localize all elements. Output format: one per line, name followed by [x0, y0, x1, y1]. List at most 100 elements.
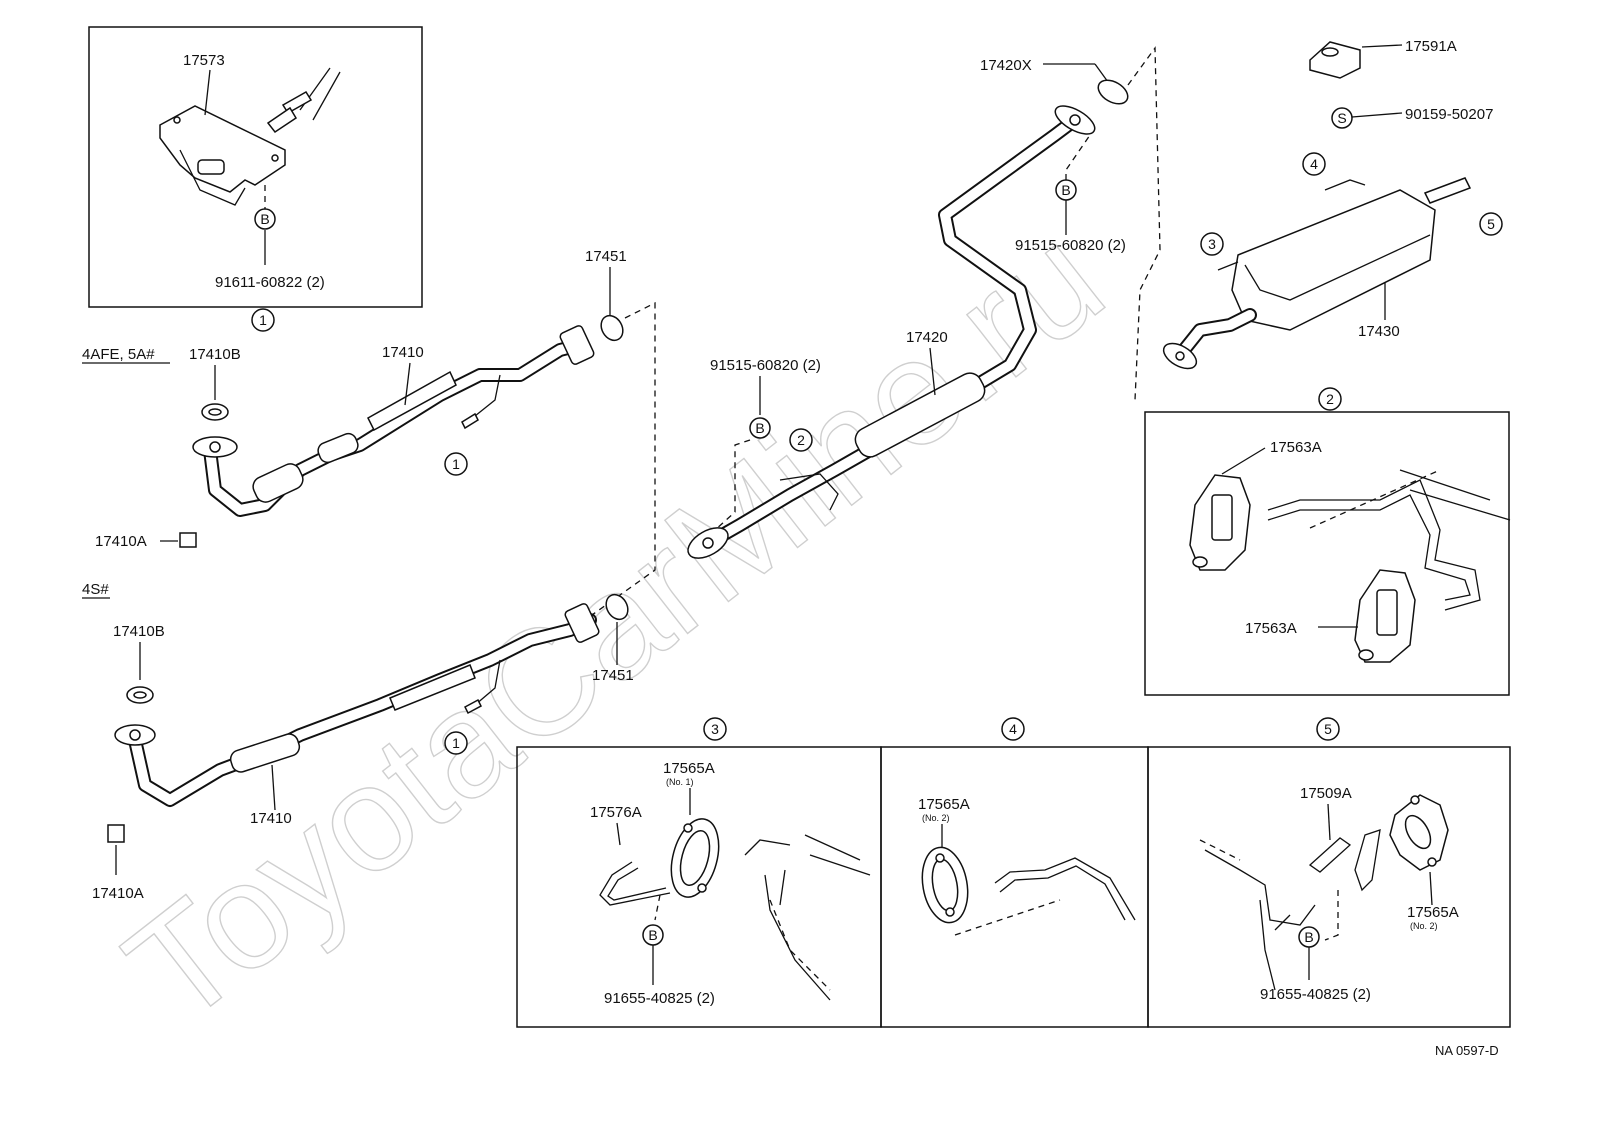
- detail-4-pipe: [994, 857, 1136, 921]
- leader-17410-top: [404, 362, 411, 406]
- leader-17420: [929, 347, 936, 396]
- label-17410B-top: 17410B: [189, 346, 241, 363]
- hanger-17563A-top: [1189, 474, 1251, 571]
- heat-insulator-part: [159, 105, 286, 206]
- note-17565A-5: (No. 2): [1410, 921, 1438, 931]
- label-17410-bottom: 17410: [250, 810, 292, 827]
- detail-3-pipe: [744, 834, 871, 1001]
- hanger-17565A-5: [1389, 794, 1449, 871]
- callout-2-box: [1318, 387, 1342, 411]
- diagram-code: NA 0597-D: [1435, 1043, 1499, 1058]
- dash-91515-left: [714, 439, 751, 531]
- bracket-17576A: [599, 861, 671, 906]
- callout-1-top: [444, 452, 468, 476]
- callout-3-main-text: 3: [1208, 236, 1216, 252]
- label-17410A-bottom: 17410A: [92, 885, 144, 902]
- bracket-bolt-part: [266, 67, 341, 134]
- label-17576A: 17576A: [590, 804, 642, 821]
- leader-90159: [1351, 112, 1403, 118]
- bolt-callout-b-2-text: B: [755, 420, 764, 436]
- detail-2-pipe-2: [1267, 494, 1471, 601]
- detail-4-dash: [954, 899, 1061, 936]
- engine-label-4afe: 4AFE, 5A#: [82, 346, 155, 363]
- callout-3-box-text: 3: [711, 721, 719, 737]
- hanger-17563A-bottom: [1354, 569, 1416, 663]
- engine-label-4s: 4S#: [82, 581, 109, 598]
- front-pipe-top: [192, 325, 595, 517]
- hanger-17565A-4: [921, 846, 969, 924]
- leader-17410-bottom: [271, 764, 276, 811]
- label-17420X: 17420X: [980, 57, 1032, 74]
- bolt-callout-b-2: [749, 417, 771, 439]
- label-17565A-3: 17565A: [663, 760, 715, 777]
- callout-1-box: [251, 308, 275, 332]
- callout-2-box-text: 2: [1326, 391, 1334, 407]
- detail-box-5: [1147, 746, 1511, 1028]
- label-90159: 90159-50207: [1405, 106, 1493, 123]
- detail-2-tube: [1399, 469, 1511, 521]
- leader-17509A: [1327, 803, 1331, 841]
- leader-17563A-top: [1221, 447, 1266, 475]
- bolt-callout-b-1-text: B: [260, 211, 269, 227]
- leader-17420X-2: [1094, 63, 1109, 83]
- callout-5-box-text: 5: [1324, 721, 1332, 737]
- detail-box-1: [88, 26, 423, 308]
- dash-17420X-link: [1127, 46, 1161, 401]
- leader-17565A-5: [1429, 871, 1433, 906]
- detail-box-4: [880, 746, 1149, 1028]
- bolt-callout-b-5-text: B: [1304, 929, 1313, 945]
- bolt-callout-b-3-text: B: [1061, 182, 1070, 198]
- dash-91515-right: [1065, 134, 1091, 180]
- label-17509A: 17509A: [1300, 785, 1352, 802]
- label-91515-right: 91515-60820 (2): [1015, 237, 1126, 254]
- dash-91655-3: [654, 894, 661, 921]
- leader-17591A: [1361, 44, 1403, 48]
- leader-17573: [204, 69, 211, 116]
- callout-s: [1331, 107, 1353, 129]
- label-17573: 17573: [183, 52, 225, 69]
- label-91611: 91611-60822 (2): [215, 274, 325, 291]
- callout-2-main-text: 2: [797, 432, 805, 448]
- leader-17576A: [616, 822, 621, 846]
- callout-1-top-text: 1: [452, 456, 460, 472]
- callout-1-box-text: 1: [259, 312, 267, 328]
- callout-s-text: S: [1337, 110, 1346, 126]
- label-17451-top: 17451: [585, 248, 627, 265]
- detail-5-dash: [1199, 839, 1339, 941]
- label-91655-5: 91655-40825 (2): [1260, 986, 1371, 1003]
- nut-17410A-bottom: [107, 824, 125, 843]
- callout-4-main-text: 4: [1310, 156, 1318, 172]
- note-17565A-3: (No. 1): [666, 777, 694, 787]
- label-17565A-5: 17565A: [1407, 904, 1459, 921]
- label-17430: 17430: [1358, 323, 1400, 340]
- muffler-17430: [1162, 177, 1472, 370]
- label-17563A-top: 17563A: [1270, 439, 1322, 456]
- gasket-17410B-top-hole: [208, 408, 222, 416]
- label-17410B-bottom: 17410B: [113, 623, 165, 640]
- nut-17410A-top: [179, 532, 197, 548]
- callout-3-box: [703, 717, 727, 741]
- callout-1-bottom-text: 1: [452, 735, 460, 751]
- callout-4-box-text: 4: [1009, 721, 1017, 737]
- gasket-17451-top: [600, 314, 624, 342]
- detail-5-pipe: [1204, 849, 1316, 991]
- center-pipe-17420: [687, 105, 1096, 559]
- label-17565A-4: 17565A: [918, 796, 970, 813]
- label-17410-top: 17410: [382, 344, 424, 361]
- gasket-17451-bottom: [605, 593, 629, 621]
- callout-4-main: [1302, 152, 1326, 176]
- label-91655-3: 91655-40825 (2): [604, 990, 715, 1007]
- callout-5-main: [1479, 212, 1503, 236]
- label-91515-left: 91515-60820 (2): [710, 357, 821, 374]
- hanger-17565A-3: [670, 818, 720, 898]
- detail-2-dash: [1309, 469, 1441, 529]
- callout-1-bottom: [444, 731, 468, 755]
- label-17563A-bottom: 17563A: [1245, 620, 1297, 637]
- gasket-17410B-bottom-hole: [133, 691, 147, 699]
- label-17410A-top: 17410A: [95, 533, 147, 550]
- label-17451-bottom: 17451: [592, 667, 634, 684]
- label-17420: 17420: [906, 329, 948, 346]
- detail-3-dash: [769, 899, 831, 991]
- bracket-17509A: [1308, 829, 1381, 892]
